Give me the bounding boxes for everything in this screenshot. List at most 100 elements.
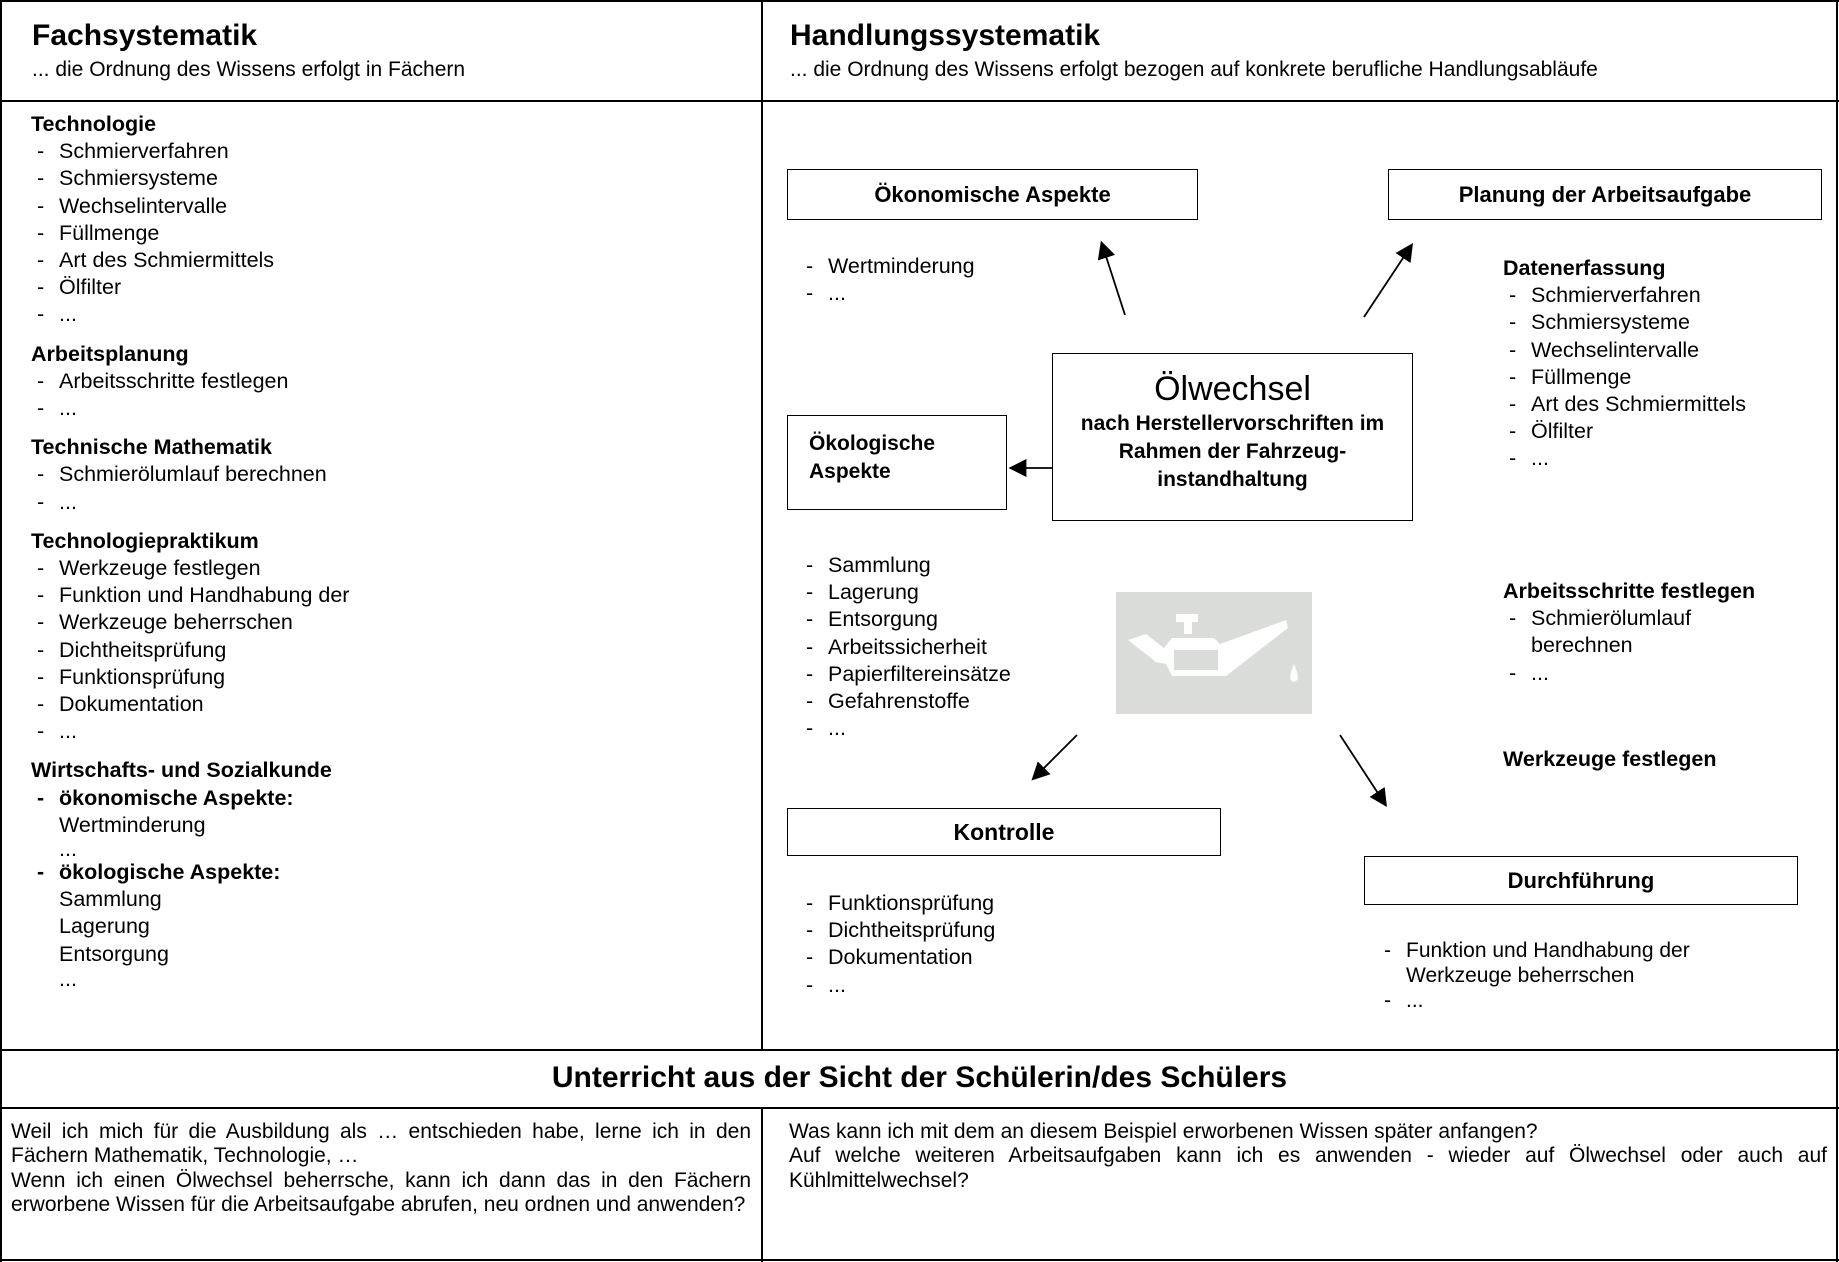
list-item: Wechselintervalle (1503, 337, 1833, 364)
list-item: Arbeitssicherheit (800, 634, 1080, 661)
arrow-to-planung (1363, 242, 1413, 318)
divider-main (0, 1049, 1839, 1051)
bottom-left-paragraph-2: Wenn ich einen Ölwechsel beherrsche, kan… (11, 1168, 751, 1217)
section-title-technische-mathematik: Technische Mathematik (31, 435, 272, 460)
divider-header (0, 100, 1839, 102)
list-item: Schmierverfahren (1503, 282, 1833, 309)
werkzeuge-title: Werkzeuge festlegen (1503, 747, 1717, 771)
list-item: ... (800, 280, 1060, 307)
list-item: ... (800, 972, 1060, 999)
list-item: Gefahrenstoffe (800, 688, 1080, 715)
bottom-heading: Unterricht aus der Sicht der Schülerin/d… (551, 1061, 1288, 1094)
center-title: Ölwechsel (1154, 370, 1311, 408)
list-item: Papierfiltereinsätze (800, 661, 1080, 688)
list-item: Dokumentation (800, 944, 1060, 971)
arrow-to-kontrolle (1031, 734, 1078, 781)
box-label: Kontrolle (953, 819, 1055, 845)
list-item: Ölfilter (1503, 418, 1833, 445)
list-item: Arbeitsschritte festlegen (31, 368, 751, 395)
list-arbeitsschritte: Arbeitsschritte festlegen Schmierölumlau… (1503, 578, 1803, 687)
list-item: ... (59, 966, 77, 991)
list-item: Dichtheitsprüfung (31, 637, 751, 664)
box-oekologische-aspekte: Ökologische Aspekte (787, 415, 1007, 510)
oil-can-icon (1116, 592, 1312, 714)
border-right (1836, 0, 1838, 1262)
list-durchfuehrung: Funktion und Handhabung der Werkzeuge be… (1378, 938, 1708, 1013)
list-item: Werkzeuge festlegen (31, 555, 751, 582)
datenerfassung-title: Datenerfassung (1503, 256, 1666, 280)
list-item: ... (31, 489, 751, 516)
border-left (0, 0, 2, 1262)
box-label: Planung der Arbeitsaufgabe (1458, 181, 1752, 207)
list-item: Funktionsprüfung (800, 890, 1060, 917)
bottom-left-paragraph-1: Weil ich mich für die Ausbildung als … e… (11, 1120, 751, 1168)
list-item: Füllmenge (31, 220, 751, 247)
box-label: Ökologische Aspekte (809, 432, 936, 483)
header-left-title: Fachsystematik (32, 19, 258, 52)
box-center-oelwechsel: Ölwechsel nach Herstellervorschriften im… (1052, 353, 1413, 521)
center-subtitle: nach Herstellervorschriften im Rahmen de… (1080, 412, 1385, 491)
list-item: Sammlung (59, 887, 162, 912)
list-item: Wechselintervalle (31, 193, 751, 220)
list-item-heading: ökonomische Aspekte: (31, 785, 751, 812)
list-item: Entsorgung (800, 606, 1080, 633)
list-item: ... (31, 395, 751, 422)
list-item: ... (1378, 988, 1708, 1013)
divider-vertical-top (761, 0, 763, 1051)
border-bottom (0, 1259, 1839, 1261)
list-oekonomisch: Wertminderung ... (800, 253, 1060, 308)
list-item: Werkzeuge beherrschen (31, 609, 751, 636)
list-item: Schmiersysteme (31, 165, 751, 192)
list-item: Funktion und Handhabung der (31, 582, 751, 609)
border-top (0, 0, 1839, 2)
divider-vertical-bottom (761, 1107, 763, 1262)
arbeitsschritte-title: Arbeitsschritte festlegen (1503, 579, 1756, 603)
list-kontrolle: Funktionsprüfung Dichtheitsprüfung Dokum… (800, 890, 1060, 999)
list-item: Funktion und Handhabung der Werkzeuge be… (1378, 938, 1708, 988)
list-item: ... (31, 301, 751, 328)
fach-column: Technologie Schmierverfahren Schmiersyst… (31, 111, 751, 990)
header-left-subtitle: ... die Ordnung des Wissens erfolgt in F… (32, 58, 466, 81)
list-item: Lagerung (800, 579, 1080, 606)
section-title-technologiepraktikum: Technologiepraktikum (31, 528, 259, 553)
list-oekologisch: Sammlung Lagerung Entsorgung Arbeitssich… (800, 552, 1080, 743)
header-right-title: Handlungssystematik (790, 19, 1101, 52)
list-item: ... (1503, 660, 1803, 687)
list-item: Lagerung (59, 914, 150, 939)
header-right-subtitle: ... die Ordnung des Wissens erfolgt bezo… (790, 58, 1598, 81)
list-item: ... (59, 837, 77, 862)
box-oekonomische-aspekte: Ökonomische Aspekte (787, 169, 1198, 220)
box-durchfuehrung: Durchführung (1364, 856, 1798, 905)
list-item: ... (1503, 445, 1833, 472)
box-label: Durchführung (1507, 867, 1655, 893)
section-title-wiso: Wirtschafts- und Sozialkunde (31, 758, 332, 783)
bottom-right-paragraph-1: Was kann ich mit dem an diesem Beispiel … (789, 1120, 1538, 1143)
bottom-left-text: Weil ich mich für die Ausbildung als … e… (11, 1120, 751, 1218)
list-item: Schmierölumlauf berechnen (1503, 605, 1731, 659)
box-label: Ökonomische Aspekte (874, 181, 1111, 207)
bottom-right-text: Was kann ich mit dem an diesem Beispiel … (789, 1120, 1827, 1193)
box-kontrolle: Kontrolle (787, 808, 1221, 856)
bottom-right-paragraph-2: Auf welche weiteren Arbeitsaufgaben kann… (789, 1144, 1827, 1192)
list-item: Ölfilter (31, 274, 751, 301)
arrow-to-durchfuehrung (1339, 734, 1387, 808)
section-title-arbeitsplanung: Arbeitsplanung (31, 341, 189, 366)
list-item: Dichtheitsprüfung (800, 917, 1060, 944)
arrow-to-oekonomisch (1097, 240, 1126, 316)
list-item: Art des Schmiermittels (31, 247, 751, 274)
list-item: Schmierverfahren (31, 138, 751, 165)
list-item: ... (800, 715, 1080, 742)
list-item-heading: ökologische Aspekte: (31, 859, 751, 886)
box-planung: Planung der Arbeitsaufgabe (1388, 169, 1822, 220)
list-item: Funktionsprüfung (31, 664, 751, 691)
divider-heading (0, 1107, 1839, 1109)
list-item: Wertminderung (800, 253, 1060, 280)
list-item: Wertminderung (59, 812, 206, 837)
list-item: Schmiersysteme (1503, 309, 1833, 336)
list-item: ... (31, 718, 751, 745)
list-item: Sammlung (800, 552, 1080, 579)
list-item: Füllmenge (1503, 364, 1833, 391)
list-item: Dokumentation (31, 691, 751, 718)
section-title-technologie: Technologie (31, 112, 157, 136)
